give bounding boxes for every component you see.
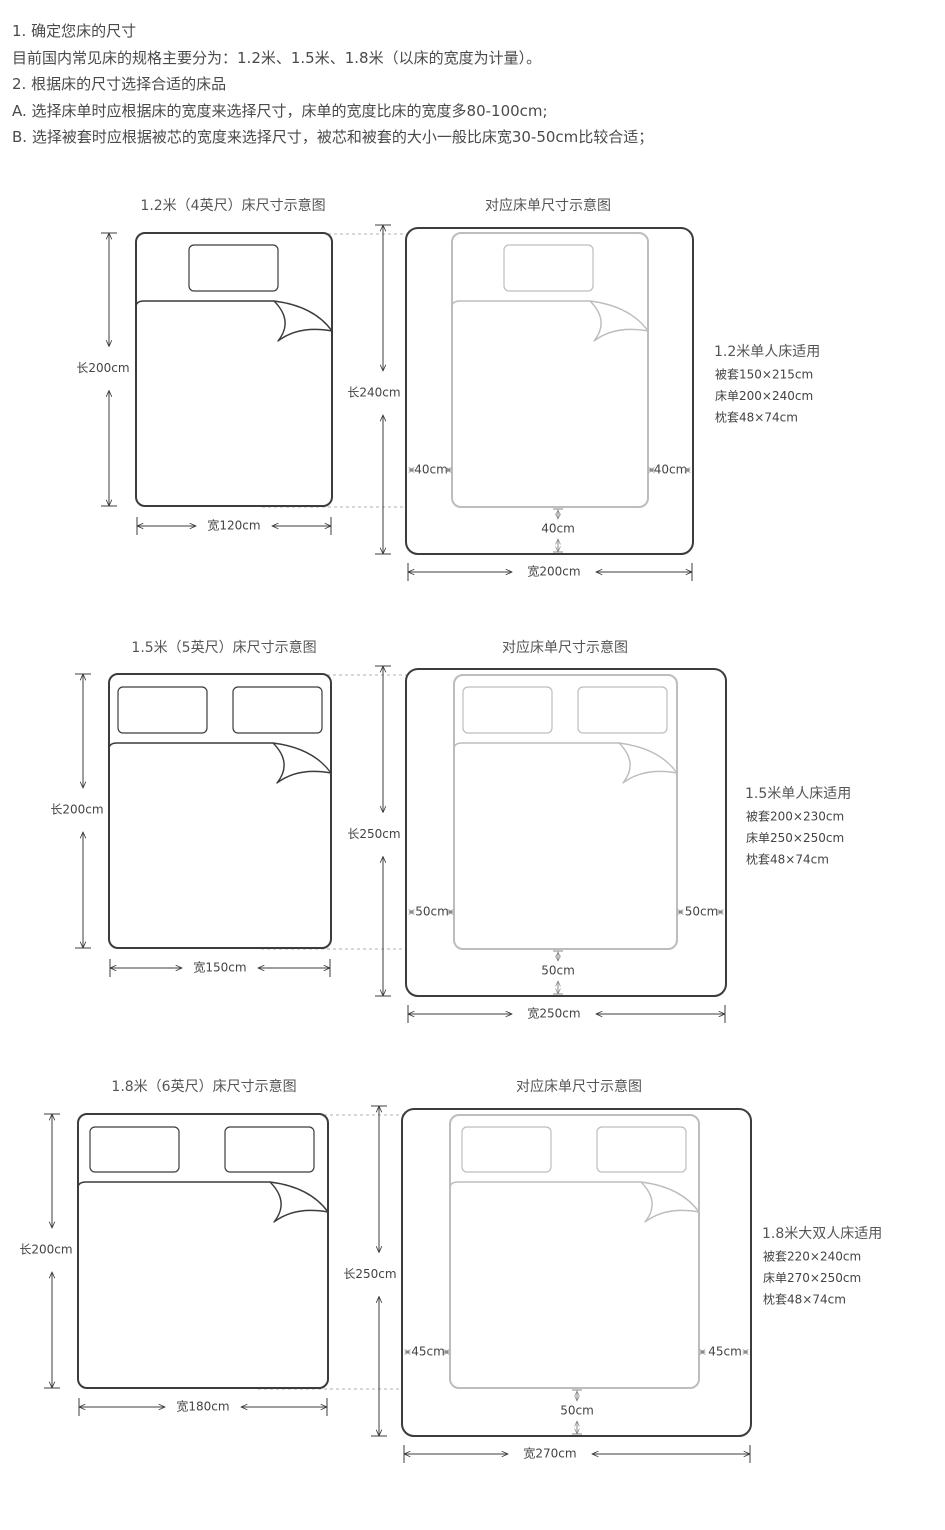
inner-bed-outline [451,232,649,508]
bottom-margin-label: 40cm [541,522,575,536]
fit-spec-line: 枕套48×74cm [746,852,829,867]
side-margin-left-label: 45cm [411,1345,445,1359]
intro-text: 1. 确定您床的尺寸 目前国内常见床的规格主要分为：1.2米、1.5米、1.8米… [12,18,932,151]
sheet-length-dimension-label: 长250cm [343,1267,396,1281]
bed-diagram-title: 1.5米（5英尺）床尺寸示意图 [131,639,316,656]
inner-bed-duvet-edge [449,1181,641,1189]
sheet-diagram-title: 对应床单尺寸示意图 [516,1078,642,1095]
fit-title: 1.8米大双人床适用 [762,1226,882,1242]
bed-width-dimension-label: 宽120cm [207,518,260,533]
inner-bed-duvet-fold [618,742,678,784]
intro-rule-b: B. 选择被套时应根据被芯的宽度来选择尺寸，被芯和被套的大小一般比床宽30-50… [12,128,654,146]
bed-diagram-title: 1.2米（4英尺）床尺寸示意图 [140,197,325,214]
side-margin-right-label: 45cm [708,1345,742,1359]
bed-pillow-1 [89,1126,180,1173]
inner-bed-pillow-1 [503,244,594,292]
bottom-margin-label: 50cm [541,964,575,978]
intro-step2: 2. 根据床的尺寸选择合适的床品 [12,75,227,93]
bed-duvet-edge [108,742,273,750]
fit-spec-line: 枕套48×74cm [763,1292,846,1307]
bed-pillow-2 [232,686,323,734]
bed-length-dimension-label: 长200cm [50,803,103,817]
bottom-margin-label: 50cm [560,1404,594,1418]
inner-bed-duvet-edge [451,300,590,308]
intro-rule-a: A. 选择床单时应根据床的宽度来选择尺寸，床单的宽度比床的宽度多80-100cm… [12,101,548,120]
side-margin-right-label: 40cm [654,463,688,477]
bed-pillow-2 [224,1126,315,1173]
side-margin-left-label: 50cm [415,905,449,919]
inner-bed-outline [453,674,678,950]
inner-bed-outline [449,1114,700,1389]
bed-outline [77,1113,329,1389]
inner-bed-duvet-fold [640,1181,700,1223]
inner-bed-pillow-2 [577,686,668,734]
side-margin-left-label: 40cm [414,463,448,477]
intro-bed-specs: 目前国内常见床的规格主要分为：1.2米、1.5米、1.8米（以床的宽度为计量）。 [12,48,542,67]
sheet-width-dimension-label: 宽200cm [527,564,580,579]
fit-spec-line: 床单200×240cm [715,389,813,403]
sheet-length-dimension-label: 长250cm [347,827,400,841]
fit-spec-line: 被套200×230cm [746,810,844,824]
sheet-width-dimension-label: 宽270cm [523,1446,576,1461]
fit-spec-line: 床单250×250cm [746,831,844,845]
bed-pillow-1 [188,244,279,292]
side-margin-right-label: 50cm [685,905,719,919]
bed-duvet-edge [135,300,274,308]
bed-duvet-fold [273,300,333,342]
bed-diagram-title: 1.8米（6英尺）床尺寸示意图 [111,1078,296,1095]
bed-duvet-fold [272,742,332,784]
inner-bed-pillow-1 [462,686,553,734]
fit-spec-line: 被套150×215cm [715,368,813,382]
bed-duvet-edge [77,1181,270,1189]
sheet-diagram-title: 对应床单尺寸示意图 [485,197,611,214]
fit-spec-line: 床单270×250cm [763,1271,861,1285]
sheet-diagram-title: 对应床单尺寸示意图 [502,639,628,656]
bed-width-dimension-label: 宽180cm [176,1399,229,1414]
inner-bed-pillow-1 [461,1126,552,1173]
fit-title: 1.5米单人床适用 [745,786,851,802]
intro-step1: 1. 确定您床的尺寸 [12,22,137,40]
sheet-length-dimension-label: 长240cm [347,386,400,400]
inner-bed-pillow-2 [596,1126,687,1173]
bed-outline [135,232,333,507]
fit-spec-line: 枕套48×74cm [715,410,798,425]
fit-spec-line: 被套220×240cm [763,1250,861,1264]
bed-duvet-fold [269,1181,329,1223]
bed-pillow-1 [117,686,208,734]
bed-length-dimension-label: 长200cm [19,1243,72,1257]
bed-width-dimension-label: 宽150cm [193,960,246,975]
bed-outline [108,673,332,949]
sheet-width-dimension-label: 宽250cm [527,1006,580,1021]
inner-bed-duvet-fold [589,300,649,342]
bed-length-dimension-label: 长200cm [76,361,129,375]
fit-title: 1.2米单人床适用 [714,344,820,360]
inner-bed-duvet-edge [453,742,619,750]
